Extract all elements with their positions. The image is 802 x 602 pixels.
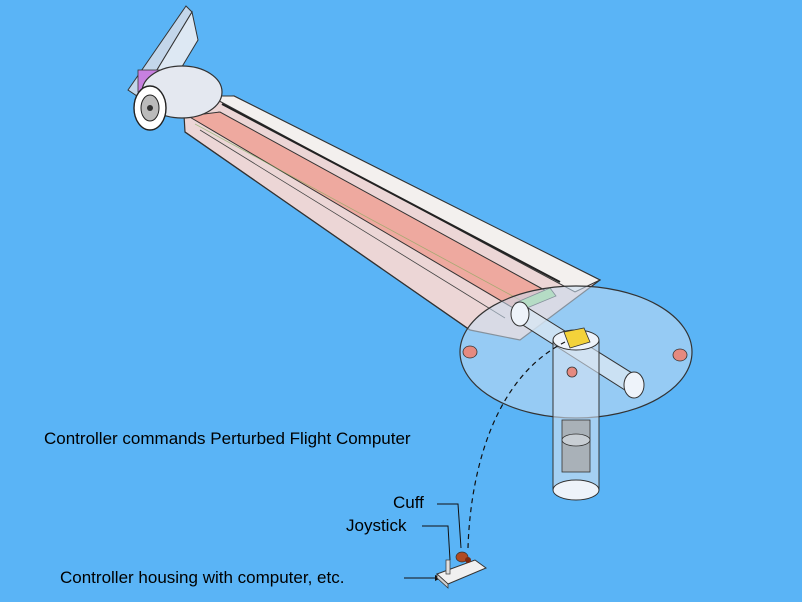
cuff-label: Cuff bbox=[393, 493, 424, 512]
joystick-stick bbox=[445, 559, 451, 575]
engine-nacelle bbox=[127, 5, 223, 131]
cuff-leader bbox=[437, 503, 462, 549]
controller-housing bbox=[436, 551, 488, 589]
joystick-leader bbox=[422, 525, 451, 561]
commands-label: Controller commands Perturbed Flight Com… bbox=[44, 429, 411, 448]
command-link-dashed bbox=[467, 341, 566, 549]
pod bbox=[459, 285, 693, 501]
joystick-label: Joystick bbox=[346, 516, 407, 535]
housing-label: Controller housing with computer, etc. bbox=[60, 568, 345, 587]
